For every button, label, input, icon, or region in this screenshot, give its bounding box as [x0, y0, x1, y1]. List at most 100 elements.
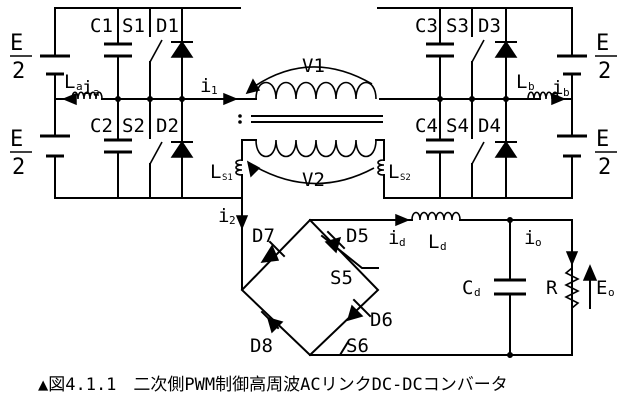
label-s5: S5: [330, 267, 353, 289]
label-c1: C1: [90, 15, 113, 37]
label-i2-sub: 2: [229, 214, 236, 227]
label-ls1-sub: S1: [222, 173, 233, 183]
current-arrow-ib: [551, 92, 566, 106]
label-io: i: [524, 227, 535, 249]
label-eo-sub: o: [608, 286, 615, 299]
label-d6: D6: [370, 309, 393, 331]
battery-lower-left-symbol: [40, 134, 70, 158]
label-two-upper-left: 2: [12, 59, 25, 84]
label-ib-sub: b: [563, 86, 570, 99]
switch-s5-wire: [320, 234, 379, 269]
current-arrow-io: [565, 251, 579, 266]
current-arrow-ia: [62, 92, 77, 106]
diode-d2-symbol: [170, 140, 194, 158]
battery-upper-right-symbol: [557, 54, 587, 76]
label-e-upper-left: E: [10, 31, 23, 56]
label-s3: S3: [446, 15, 469, 37]
label-cd: C: [462, 277, 473, 299]
capacitor-c4-symbol: [426, 138, 454, 154]
label-e-upper-right: E: [596, 31, 609, 56]
label-c2: C2: [90, 115, 113, 137]
capacitor-c1-symbol: [104, 42, 132, 58]
label-eo: E: [596, 277, 607, 299]
label-i1-sub: 1: [211, 84, 218, 97]
figure-caption: ▲図4.1.1 二次側PWM制御高周波ACリンクDC-DCコンバータ: [38, 375, 508, 395]
secondary-winding: [255, 139, 377, 158]
label-s1: S1: [122, 15, 145, 37]
label-d5: D5: [346, 225, 369, 247]
resistor-r-symbol: [564, 267, 580, 309]
label-c3: C3: [415, 15, 438, 37]
label-two-upper-right: 2: [598, 59, 611, 84]
v2-arrow-arc: [253, 165, 375, 185]
label-la: L: [64, 71, 75, 93]
label-d4: D4: [478, 115, 501, 137]
diode-d6-symbol: [346, 304, 364, 322]
label-i1: i: [200, 75, 211, 97]
inductor-ld-symbol: [411, 211, 461, 221]
label-two-lower-left: 2: [12, 155, 25, 180]
label-e-lower-left: E: [10, 127, 23, 152]
label-two-lower-right: 2: [598, 155, 611, 180]
label-i2: i: [218, 205, 229, 227]
current-arrow-i1: [223, 92, 238, 106]
label-ia: i: [82, 77, 93, 99]
label-id-sub: d: [399, 236, 406, 249]
label-io-sub: o: [535, 236, 542, 249]
label-lb-sub: b: [528, 80, 535, 93]
label-la-sub: a: [76, 80, 83, 93]
capacitor-c3-symbol: [426, 42, 454, 58]
v1-arrow-arc: [251, 66, 373, 89]
bridge-diamond: [240, 214, 380, 357]
diode-d1-symbol: [170, 40, 194, 58]
label-c4: C4: [415, 115, 438, 137]
secondary-bridge: [240, 214, 380, 357]
junction-dots-left: [115, 96, 185, 102]
label-d8: D8: [250, 335, 273, 357]
label-s6: S6: [346, 335, 369, 357]
output-stage: [309, 211, 598, 358]
polarity-dot: [238, 114, 242, 118]
switch-s4-symbol: [471, 141, 485, 165]
current-arrow-id: [395, 213, 410, 227]
label-v1: V1: [302, 55, 325, 77]
junction-dots-right: [437, 96, 509, 102]
label-ib: i: [552, 77, 563, 99]
inductor-la-symbol: [71, 91, 103, 100]
label-ls2: L: [388, 161, 399, 183]
label-d1: D1: [156, 15, 179, 37]
diode-d7-symbol: [260, 244, 280, 263]
label-ia-sub: a: [93, 86, 100, 99]
diode-d4-symbol: [494, 140, 518, 158]
label-s4: S4: [446, 115, 469, 137]
label-e-lower-right: E: [596, 127, 609, 152]
capacitor-cd-symbol: [494, 278, 526, 296]
switch-s1-symbol: [149, 39, 163, 63]
battery-lower-right-symbol: [557, 134, 587, 158]
transformer: [238, 66, 541, 185]
label-id: i: [388, 227, 399, 249]
eo-arrowhead: [582, 264, 598, 281]
inductor-ls2-symbol: [377, 159, 385, 176]
label-ls1: L: [210, 161, 221, 183]
right-half-bridge: [377, 7, 587, 199]
label-v2: V2: [302, 169, 325, 191]
label-d3: D3: [478, 15, 501, 37]
transformer-core: [251, 115, 383, 123]
label-d7: D7: [252, 225, 275, 247]
labels: E 2 E 2 E 2 E 2 C1 S1 D1 C2 S2 D2 C3 S3 …: [10, 15, 617, 357]
label-lb: L: [516, 71, 527, 93]
v1-arrowhead: [245, 78, 261, 95]
capacitor-c2-symbol: [104, 138, 132, 154]
switch-s2-symbol: [149, 141, 163, 165]
label-ls2-sub: S2: [400, 173, 411, 183]
label-d2: D2: [156, 115, 179, 137]
inductor-ls1-symbol: [235, 159, 243, 176]
label-r: R: [546, 277, 558, 299]
label-ld-sub: d: [440, 240, 447, 253]
left-half-bridge: [40, 7, 243, 199]
label-s2: S2: [122, 115, 145, 137]
switch-s3-symbol: [471, 39, 485, 63]
v2-arrowhead: [246, 160, 261, 178]
